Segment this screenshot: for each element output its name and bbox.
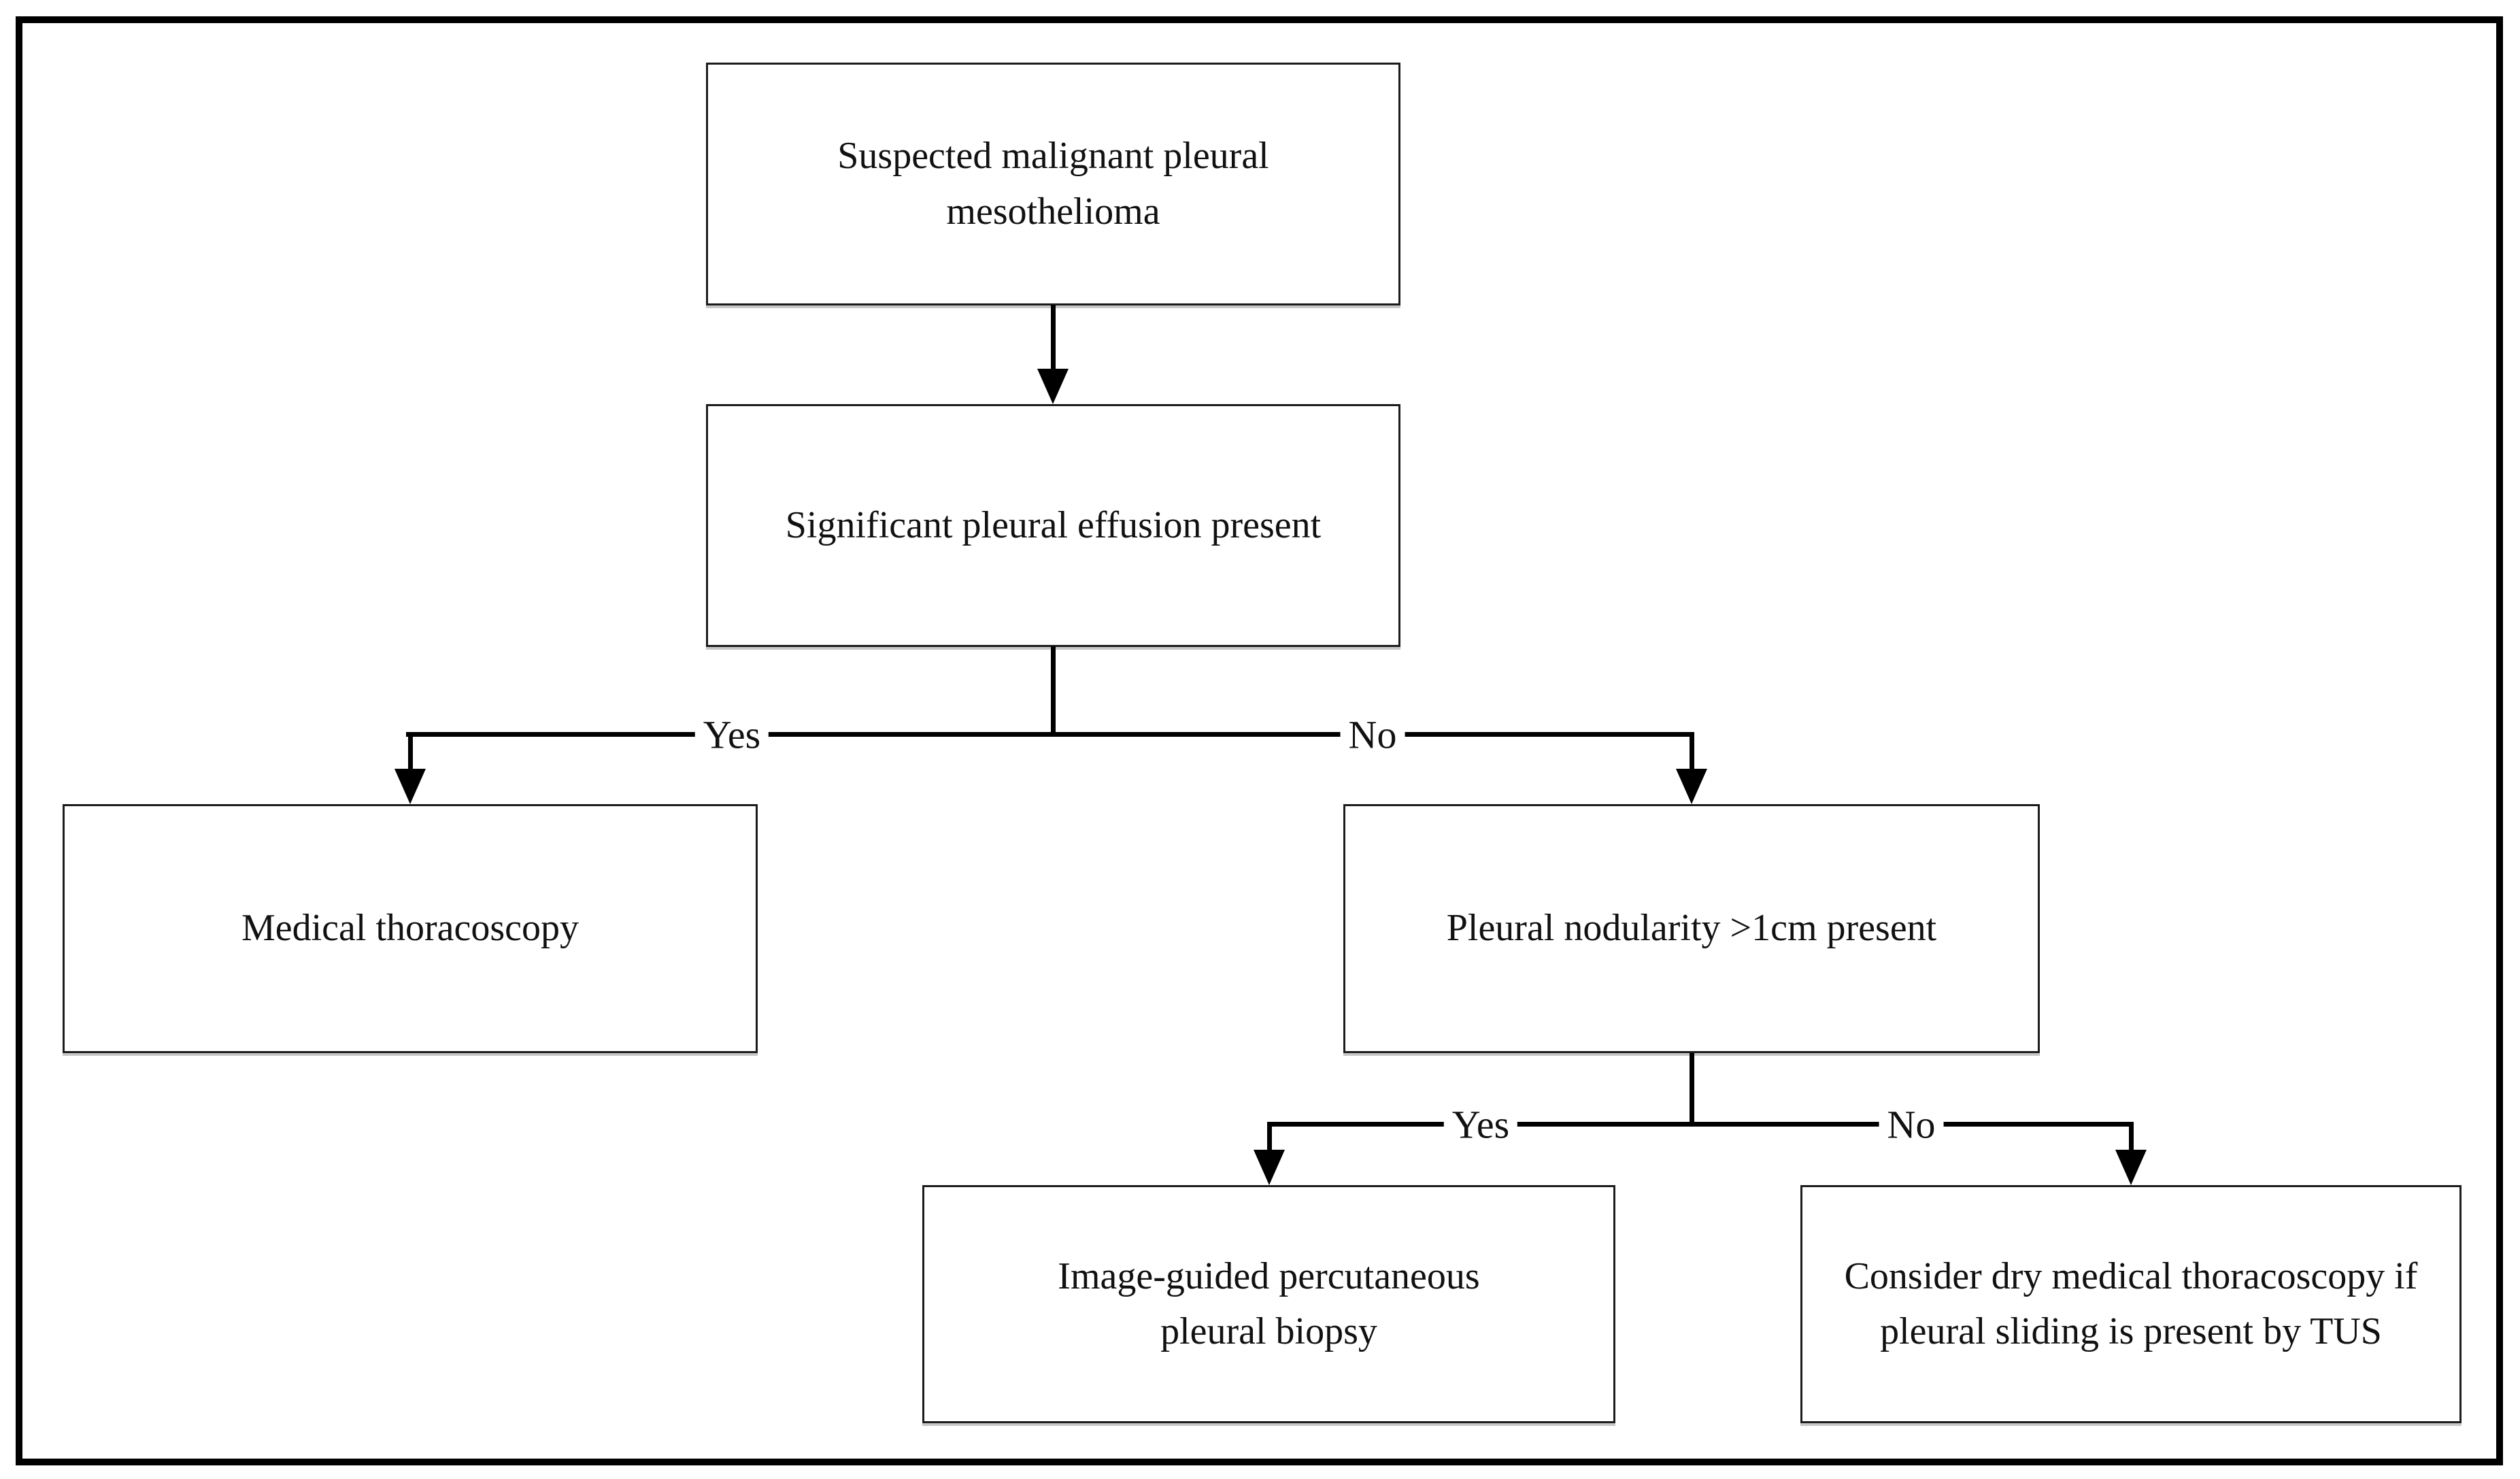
connector-nodularity-branch [1267, 1122, 2134, 1127]
node-label: Image-guided percutaneous pleural biopsy [1058, 1254, 1480, 1352]
node-label: Consider dry medical thoracoscopy if ple… [1844, 1254, 2418, 1352]
connector-effusion-branch [406, 732, 1694, 737]
arrowhead-down-icon [1037, 369, 1069, 404]
connector-start-to-effusion [1051, 305, 1056, 376]
node-label: Pleural nodularity >1cm present [1446, 907, 1937, 950]
branch-label-effusion-no: No [1340, 710, 1405, 759]
node-label: Medical thoracoscopy [241, 907, 579, 950]
connector-nodularity-yes [1267, 1122, 1272, 1156]
node-label: Significant pleural effusion present [785, 503, 1322, 546]
arrowhead-down-icon [2115, 1150, 2147, 1185]
node-pleural-effusion-present: Significant pleural effusion present [706, 404, 1400, 647]
node-pleural-nodularity: Pleural nodularity >1cm present [1343, 804, 2040, 1053]
branch-label-effusion-yes: Yes [694, 710, 769, 759]
connector-effusion-stub [1051, 646, 1056, 737]
connector-effusion-no [1690, 732, 1694, 774]
node-medical-thoracoscopy: Medical thoracoscopy [63, 804, 758, 1053]
arrowhead-down-icon [1676, 769, 1707, 804]
node-image-guided-biopsy: Image-guided percutaneous pleural biopsy [922, 1185, 1615, 1423]
figure-border [16, 16, 2503, 1465]
connector-nodularity-no [2129, 1122, 2134, 1156]
connector-nodularity-stub [1690, 1053, 1694, 1127]
node-dry-medical-thoracoscopy: Consider dry medical thoracoscopy if ple… [1800, 1185, 2462, 1423]
node-suspected-mesothelioma: Suspected malignant pleural mesothelioma [706, 63, 1400, 305]
branch-label-nodularity-no: No [1879, 1100, 1944, 1149]
connector-effusion-yes [408, 732, 413, 774]
arrowhead-down-icon [394, 769, 426, 804]
arrowhead-down-icon [1254, 1150, 1285, 1185]
branch-label-nodularity-yes: Yes [1443, 1100, 1518, 1149]
node-label: Suspected malignant pleural mesothelioma [837, 135, 1269, 233]
